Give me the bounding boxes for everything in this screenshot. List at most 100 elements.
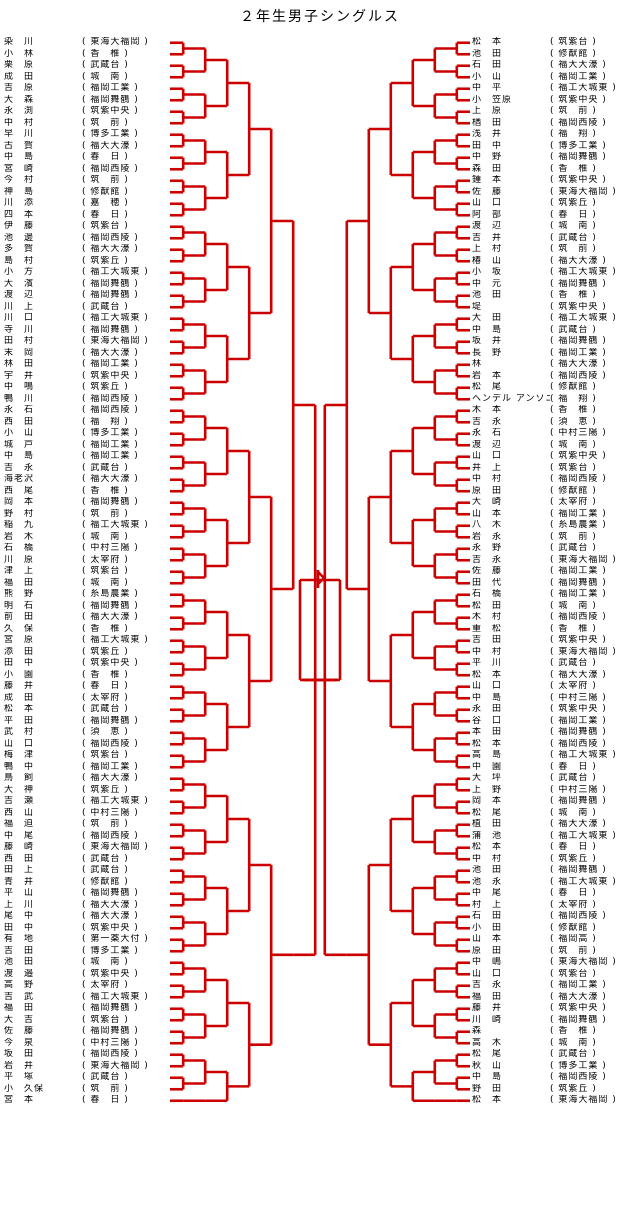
player-row: 平 山( 福岡舞鶴 ) <box>4 888 169 900</box>
player-name: 植 田 <box>472 819 503 829</box>
player-name: 西 田 <box>4 853 35 864</box>
player-school: ( 福岡舞鶴 ) <box>82 290 139 300</box>
player-name: 山 本 <box>472 508 503 519</box>
player-name: 高 木 <box>472 1037 503 1048</box>
player-row: 津 上( 筑紫台 ) <box>4 566 169 578</box>
player-school: ( 筑 前 ) <box>82 508 129 519</box>
player-row: 小 久保( 筑 前 ) <box>4 1084 169 1096</box>
player-name: 松 本 <box>472 669 503 680</box>
player-school: ( 香 椎 ) <box>82 623 129 634</box>
player-row: 大 田 ( 福工大城東 ) <box>472 313 637 325</box>
player-name: 中 村 <box>472 474 503 484</box>
player-name: ヘンデル アンソニー <box>472 393 550 404</box>
player-name: 井 上 <box>472 462 503 473</box>
player-name: 松 本 <box>472 842 503 852</box>
player-row: 松 本( 福大大濠 ) <box>472 670 637 682</box>
player-name: 渡 辺 <box>472 439 503 450</box>
player-school: ( 福岡高 ) <box>550 934 597 944</box>
player-row: 吉 武( 福工大城東 ) <box>4 992 169 1004</box>
player-school: ( 福工大城東 ) <box>550 313 617 323</box>
player-school: ( 福大大濠 ) <box>82 773 139 783</box>
player-school: ( 福大大濠 ) <box>550 255 607 266</box>
player-row: 阿 部( 春 日 ) <box>472 210 637 222</box>
player-school: ( 太宰府 ) <box>82 692 129 703</box>
player-row: 野 田( 筑紫丘 ) <box>472 1084 637 1096</box>
player-name: 岩 本 <box>472 370 503 381</box>
player-name: 林 <box>472 359 483 369</box>
player-name: 鴨 中 <box>4 761 35 772</box>
player-school: ( 福岡工業 ) <box>550 71 607 82</box>
player-name: 城 戸 <box>4 439 35 450</box>
player-row: 熊 野( 糸島農業 ) <box>4 589 169 601</box>
player-school: ( 筑紫中央 ) <box>82 106 139 116</box>
player-name: 鍾 本 <box>472 175 503 185</box>
player-name: 中 島 <box>4 152 35 162</box>
player-row: 中 尾( 春 日 ) <box>472 888 637 900</box>
player-row: 岩 井( 東海大福岡 ) <box>4 1061 169 1073</box>
player-row: 中 嶋( 東海大福岡 ) <box>472 957 637 969</box>
player-name: 池 田 <box>472 865 503 875</box>
player-name: 吉 田 <box>472 635 503 645</box>
player-name: 吉 井 <box>472 232 503 243</box>
player-school: ( 武蔵台 ) <box>550 543 597 553</box>
player-name: 大 田 <box>472 313 503 323</box>
player-school: ( 福岡舞鶴 ) <box>82 278 139 289</box>
player-row: 石 田( 福大大濠 ) <box>472 60 637 72</box>
player-name: 添 田 <box>4 646 35 657</box>
player-row: 早 川( 博多工業 ) <box>4 129 169 141</box>
player-school: ( 博多工業 ) <box>82 428 139 438</box>
player-school: ( 福岡西陵 ) <box>550 1072 607 1082</box>
player-school: ( 嘉 穂 ) <box>82 198 129 208</box>
player-row: 松 尾( 城 南 ) <box>472 808 637 820</box>
player-row: 八 木( 糸島農業 ) <box>472 520 637 532</box>
player-name: 熊 野 <box>4 589 35 599</box>
player-school: ( 筑 前 ) <box>82 1083 129 1094</box>
player-school: ( 修猷館 ) <box>550 48 597 59</box>
player-row: 福 田( 福大大濠 ) <box>472 992 637 1004</box>
winner-marker <box>316 570 326 588</box>
player-school: ( 須 恵 ) <box>550 416 597 427</box>
player-name: 西 田 <box>4 416 35 427</box>
player-name: 多 賀 <box>4 244 35 254</box>
player-row: 池 邊( 福岡西陵 ) <box>4 233 169 245</box>
player-school: ( 春 日 ) <box>82 209 129 220</box>
player-name: 染 川 <box>4 37 35 47</box>
player-row: 小 園( 香 椎 ) <box>4 670 169 682</box>
player-school: ( 筑紫丘 ) <box>82 646 129 657</box>
player-row: 高 野( 太宰府 ) <box>4 980 169 992</box>
player-school: ( 筑紫中央 ) <box>82 370 139 381</box>
player-school: ( 城 南 ) <box>550 221 597 231</box>
player-name: 阿 部 <box>472 209 503 220</box>
player-name: 岩 永 <box>472 531 503 542</box>
player-school: ( 筑紫丘 ) <box>550 198 597 208</box>
player-name: 津 上 <box>4 566 35 576</box>
player-name: 松 本 <box>472 37 503 47</box>
player-row: 神 島( 修猷館 ) <box>4 187 169 199</box>
player-name: 永 石 <box>472 428 503 438</box>
player-school: ( 城 南 ) <box>82 531 129 542</box>
player-row: 秋 山( 博多工業 ) <box>472 1061 637 1073</box>
player-row: 野 村( 筑 前 ) <box>4 509 169 521</box>
player-school: ( 中村三陽 ) <box>82 543 139 553</box>
player-name: 西 尾 <box>4 485 35 496</box>
player-row: 岩 木( 城 南 ) <box>4 532 169 544</box>
player-school: ( 筑 前 ) <box>550 244 597 254</box>
player-school: ( 香 椎 ) <box>550 1026 597 1036</box>
player-row: 渡 邉( 筑紫中央 ) <box>4 969 169 981</box>
player-row: 楢 田( 福岡西陵 ) <box>472 118 637 130</box>
player-row: 福 田( 福岡舞鶴 ) <box>4 1003 169 1015</box>
player-name: 高 野 <box>4 980 35 990</box>
player-school: ( 福大大濠 ) <box>550 819 607 829</box>
player-school: ( 修猷館 ) <box>82 876 129 887</box>
player-name: 藤 井 <box>472 1003 503 1013</box>
player-name: 栗 原 <box>4 60 35 70</box>
player-name: 石 田 <box>472 60 503 70</box>
player-row: 森( 香 椎 ) <box>472 1026 637 1038</box>
player-row: 田 中( 筑紫中央 ) <box>4 923 169 935</box>
player-row: 藤 井( 筑紫中央 ) <box>472 1003 637 1015</box>
player-school: ( 中村三陽 ) <box>550 428 607 438</box>
player-row: 山 本( 福岡工業 ) <box>472 509 637 521</box>
player-row: 大 森( 福岡舞鶴 ) <box>4 95 169 107</box>
player-row: 中 島( 春 日 ) <box>4 152 169 164</box>
player-row: 末 岡( 福大大濠 ) <box>4 348 169 360</box>
